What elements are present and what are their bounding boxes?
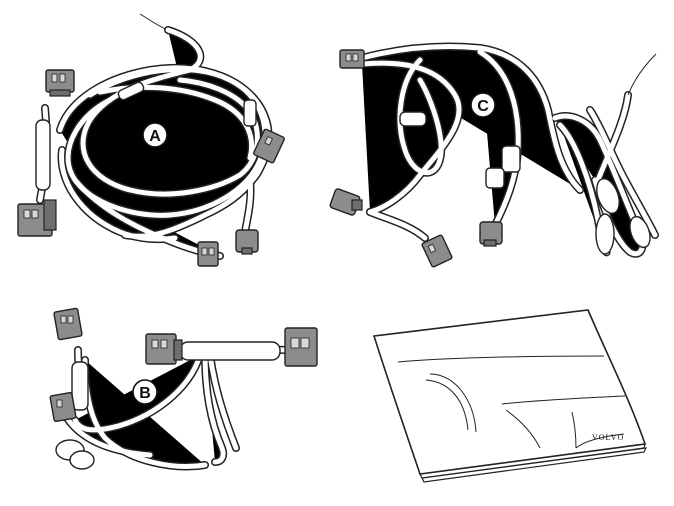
connector-c-bottom: [421, 234, 453, 268]
connector-a-left-top: [45, 69, 75, 97]
connector-b-right: [284, 327, 318, 367]
label-b-text: B: [139, 385, 151, 402]
label-a-text: A: [149, 128, 161, 145]
label-b-callout: B: [132, 379, 158, 405]
connector-a-bottom-right: [235, 229, 259, 255]
connector-a-left-bottom: [17, 199, 57, 237]
wiring-harness-a: A: [17, 13, 285, 267]
connector-b-middle: [145, 333, 183, 365]
connector-b-top-left: [53, 307, 83, 341]
connector-a-right: [253, 128, 285, 164]
wiring-harness-b: B: [49, 307, 318, 469]
label-c-callout: C: [470, 92, 496, 118]
connector-a-bottom: [197, 241, 219, 267]
connector-b-bottom-left: [49, 391, 77, 423]
connector-c-left: [329, 188, 363, 216]
installation-manual: VOLVO: [372, 309, 648, 483]
label-c-text: C: [477, 98, 489, 115]
connector-c-right: [479, 221, 503, 247]
manual-brand-text: VOLVO: [592, 433, 624, 442]
connector-c-top-left: [339, 49, 365, 69]
wiring-harness-c: C: [329, 46, 656, 268]
label-a-callout: A: [142, 122, 168, 148]
